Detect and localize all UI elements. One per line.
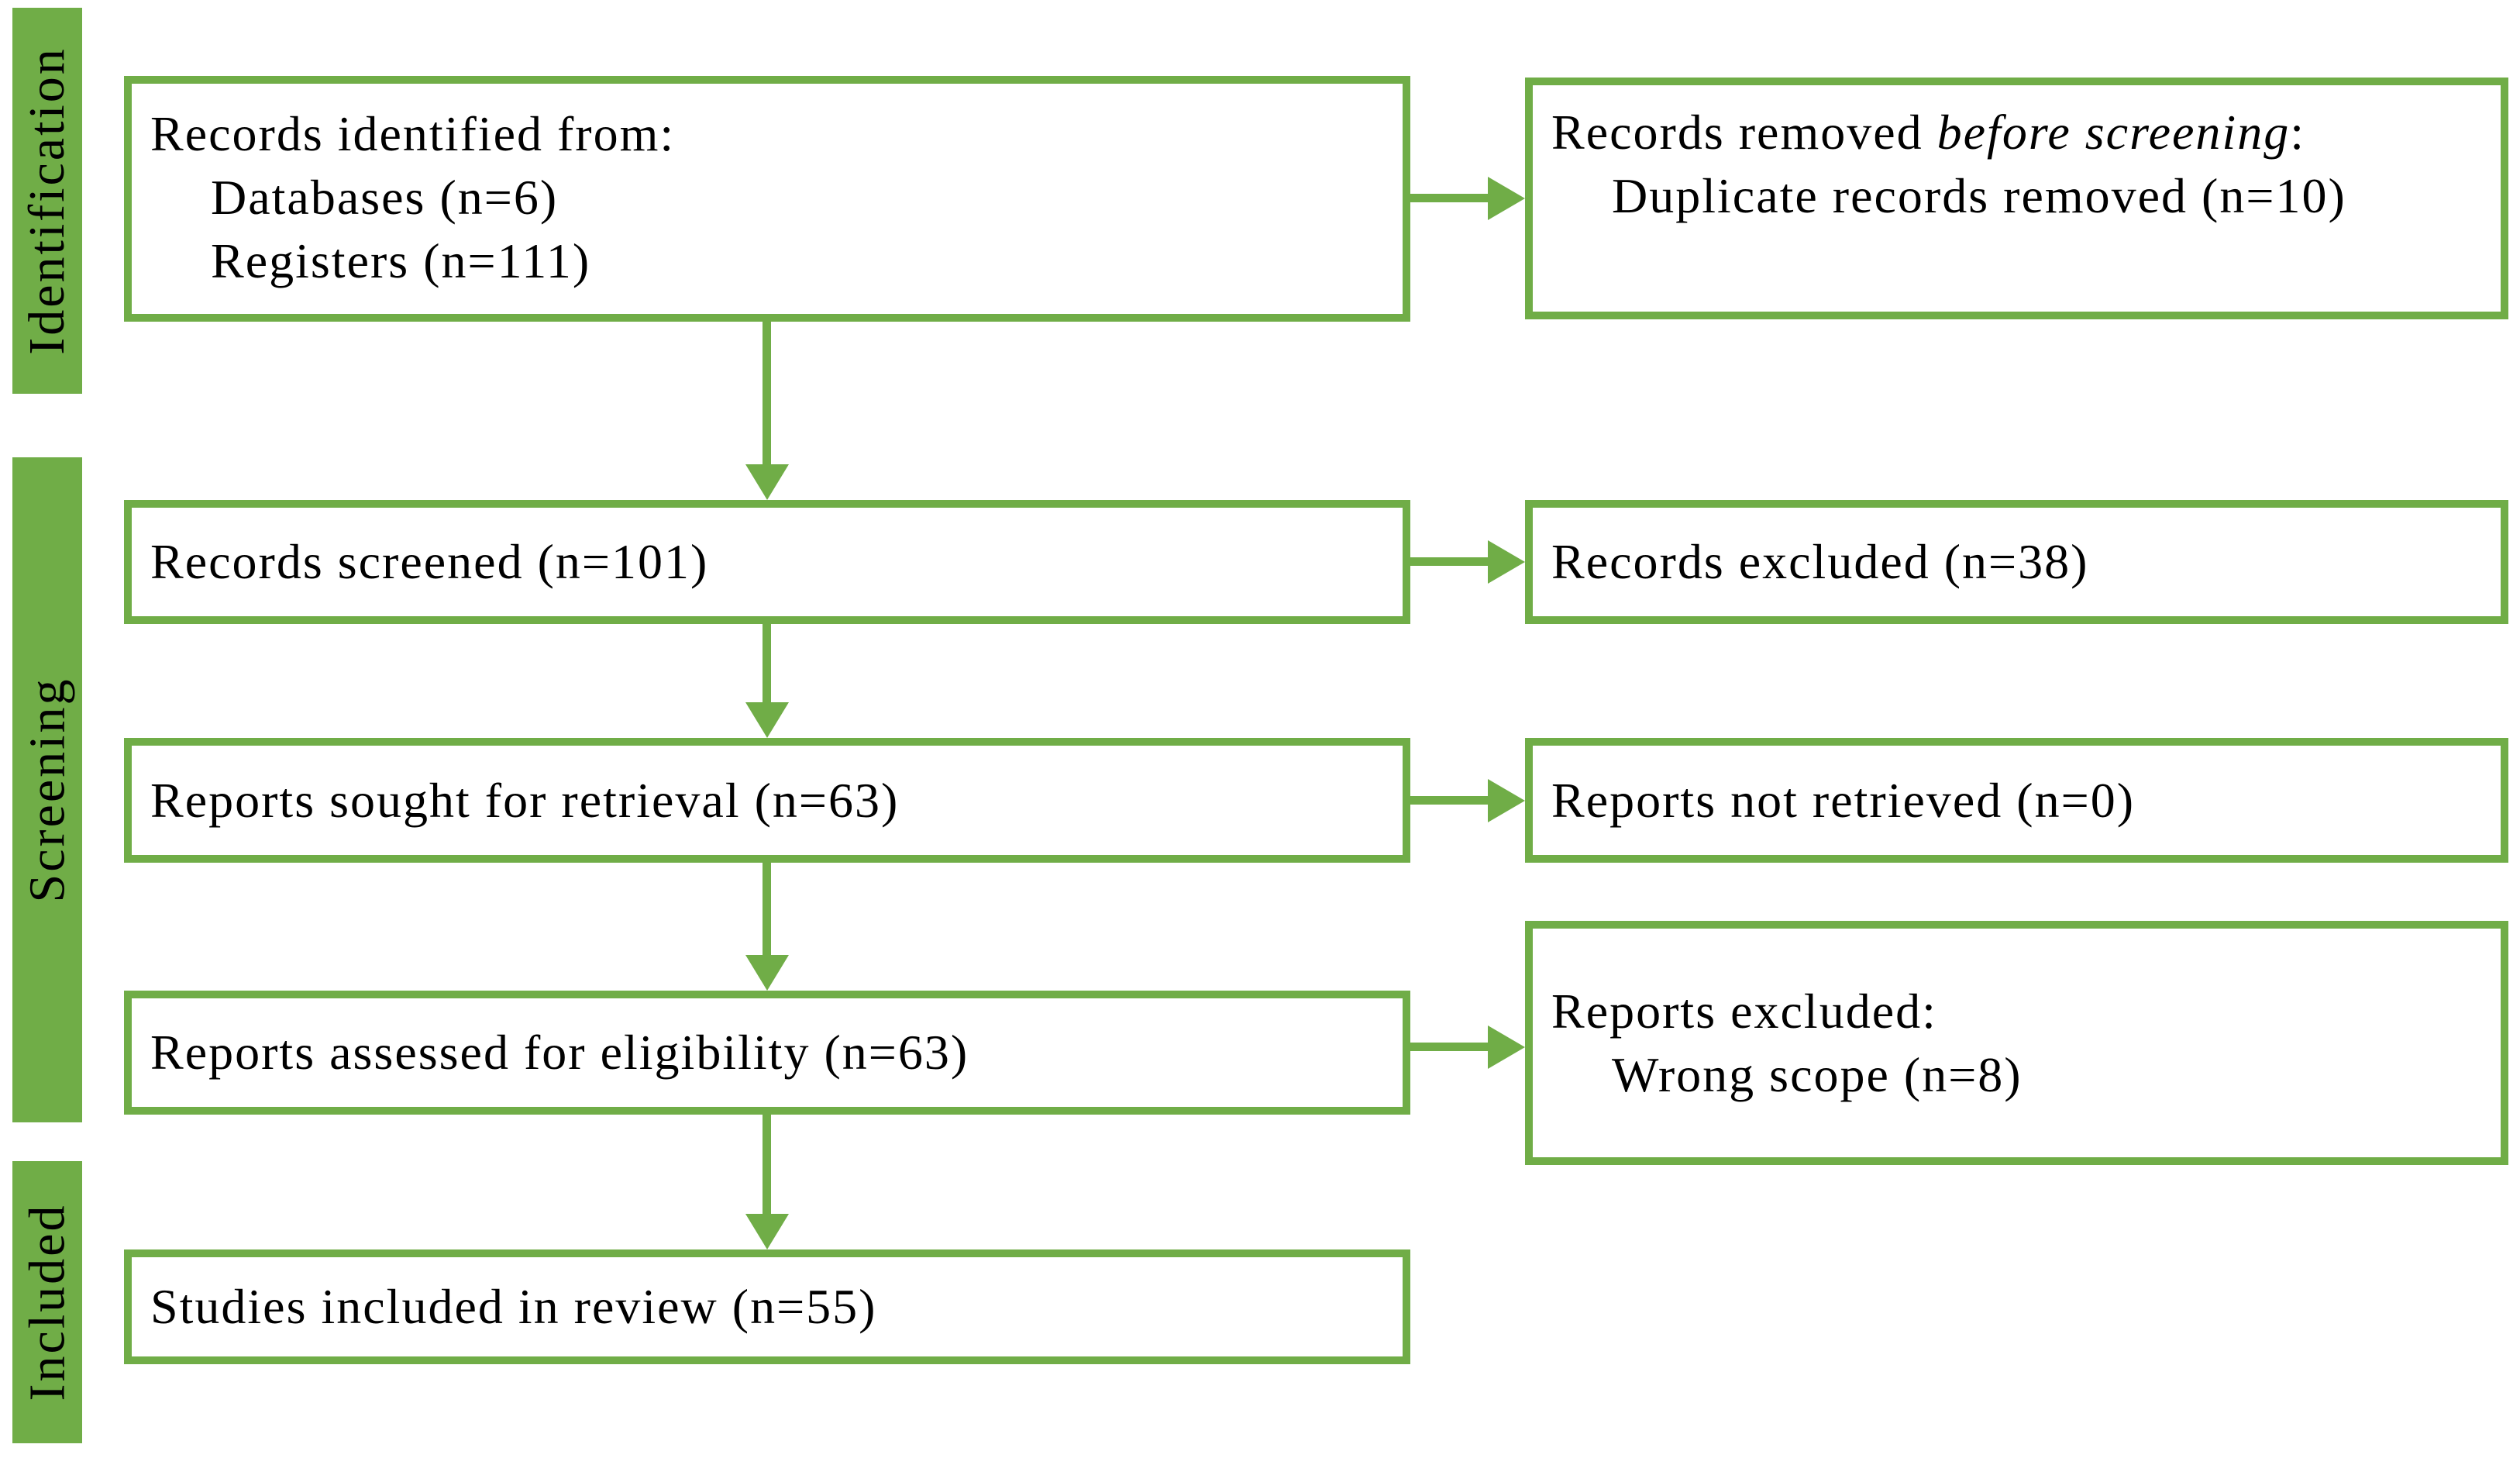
arrow-sought-to-assessed-line — [763, 859, 771, 956]
arrow-identified-to-screened-line — [763, 320, 771, 469]
records-identified-registers: Registers (n=111) — [211, 233, 591, 288]
reports-excluded-heading: Reports excluded: — [1551, 983, 1937, 1039]
arrow-sought-to-not-retrieved-head-icon — [1488, 779, 1525, 822]
reports-sought-text: Reports sought for retrieval (n=63) — [150, 772, 900, 828]
arrow-screened-to-sought-head-icon — [745, 702, 789, 738]
box-reports-not-retrieved: Reports not retrieved (n=0) — [1525, 738, 2508, 863]
stage-label-screening: Screening — [19, 677, 75, 903]
box-records-removed: Records removed before screening: Duplic… — [1525, 78, 2508, 319]
arrow-screened-to-excluded-head-icon — [1488, 540, 1525, 584]
box-reports-sought: Reports sought for retrieval (n=63) — [124, 738, 1410, 863]
arrow-screened-to-sought-line — [763, 620, 771, 704]
arrow-screened-to-excluded-line — [1410, 557, 1488, 566]
reports-excluded-content: Reports excluded: Wrong scope (n=8) — [1551, 980, 2023, 1107]
reports-not-retrieved-text: Reports not retrieved (n=0) — [1551, 772, 2135, 828]
records-removed-duplicates: Duplicate records removed (n=10) — [1612, 168, 2346, 223]
records-removed-heading-prefix: Records removed — [1551, 105, 1937, 160]
records-identified-databases: Databases (n=6) — [211, 170, 559, 225]
records-removed-heading: Records removed before screening: — [1551, 101, 2482, 164]
arrow-assessed-to-reports-excluded-head-icon — [1488, 1025, 1525, 1069]
box-records-excluded: Records excluded (n=38) — [1525, 500, 2508, 624]
box-records-screened: Records screened (n=101) — [124, 500, 1410, 624]
box-reports-assessed: Reports assessed for eligibility (n=63) — [124, 991, 1410, 1115]
arrow-sought-to-not-retrieved-line — [1410, 796, 1488, 805]
reports-assessed-text: Reports assessed for eligibility (n=63) — [150, 1025, 969, 1080]
arrow-identified-to-removed-head-icon — [1488, 177, 1525, 220]
reports-excluded-wrong-scope: Wrong scope (n=8) — [1612, 1046, 2023, 1102]
arrow-assessed-to-included-line — [763, 1111, 771, 1215]
records-removed-heading-suffix: : — [2290, 105, 2305, 160]
arrow-assessed-to-reports-excluded-line — [1410, 1043, 1488, 1051]
records-excluded-text: Records excluded (n=38) — [1551, 534, 2089, 589]
arrow-identified-to-screened-head-icon — [745, 464, 789, 500]
box-records-identified: Records identified from: Databases (n=6)… — [124, 76, 1410, 322]
records-screened-text: Records screened (n=101) — [150, 534, 709, 589]
records-identified-heading: Records identified from: — [150, 106, 676, 161]
arrow-assessed-to-included-head-icon — [745, 1214, 789, 1249]
arrow-sought-to-assessed-head-icon — [745, 955, 789, 991]
box-reports-excluded: Reports excluded: Wrong scope (n=8) — [1525, 921, 2508, 1165]
stage-label-included: Included — [19, 1203, 75, 1401]
stage-label-identification: Identification — [19, 47, 75, 355]
stage-bar-identification: Identification — [12, 8, 82, 394]
studies-included-text: Studies included in review (n=55) — [150, 1279, 877, 1334]
arrow-identified-to-removed-line — [1410, 194, 1488, 202]
box-studies-included: Studies included in review (n=55) — [124, 1249, 1410, 1364]
stage-bar-screening: Screening — [12, 457, 82, 1122]
records-removed-heading-italic: before screening — [1936, 105, 2291, 160]
stage-bar-included: Included — [12, 1161, 82, 1443]
